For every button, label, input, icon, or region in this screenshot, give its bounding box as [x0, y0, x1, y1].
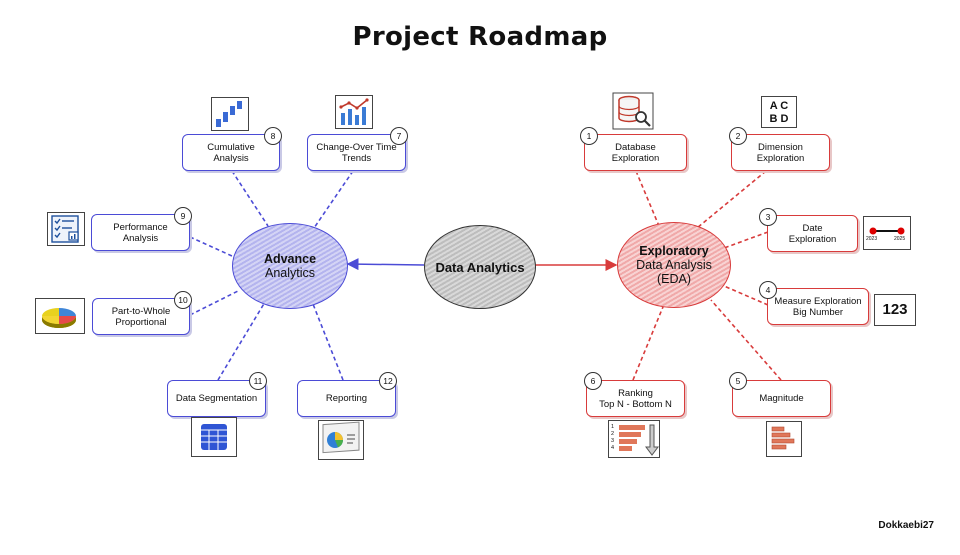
rank-number: 2: [611, 431, 615, 437]
rank-number: 4: [611, 445, 615, 451]
step-ranking: Ranking Top N - Bottom N: [586, 380, 685, 417]
step-line: Performance: [113, 221, 168, 233]
step-performance-analysis: Performance Analysis: [91, 214, 190, 251]
trend-chart-icon: [335, 95, 373, 129]
rank-number: 3: [611, 438, 615, 444]
step-line: Database: [615, 141, 656, 153]
dimension-letters-row: B D: [769, 113, 789, 125]
step-part-to-whole: Part-to-Whole Proportional: [92, 298, 190, 335]
magnitude-bars-icon: [766, 421, 802, 457]
step-line: Trends: [341, 152, 372, 164]
dimension-letters-icon: A C B D: [761, 96, 797, 128]
step-badge: 1: [580, 127, 598, 145]
step-badge: 8: [264, 127, 282, 145]
step-data-segmentation: Data Segmentation: [167, 380, 266, 417]
arrow-to-advance: [346, 258, 425, 271]
eda-line1: Exploratory: [639, 244, 709, 258]
step-line: Exploration: [788, 233, 837, 245]
rank-number: 1: [611, 424, 615, 430]
step-badge: 11: [249, 372, 267, 390]
eda-hub: Exploratory Data Analysis (EDA): [617, 222, 731, 308]
data-analytics-label: Data Analytics: [435, 259, 525, 275]
performance-checklist-icon: [47, 212, 85, 246]
database-search-icon: [612, 92, 654, 130]
segmentation-table-icon: [191, 417, 237, 457]
big-number-icon: 123: [874, 294, 916, 326]
step-database-exploration: Database Exploration: [584, 134, 687, 171]
date-timeline-icon: [863, 216, 911, 250]
ranking-numbers: 1 2 3 4: [611, 424, 614, 452]
step-line: Reporting: [325, 393, 368, 404]
author-credit: Dokkaebi27: [878, 520, 934, 531]
step-badge: 7: [390, 127, 408, 145]
step-line: Exploration: [756, 152, 805, 164]
step-line: Top N - Bottom N: [599, 398, 672, 410]
step-line: Date: [802, 222, 823, 234]
advance-label: Advance: [263, 252, 317, 266]
step-line: Big Number: [792, 306, 844, 318]
advance-analytics-hub: Advance Analytics: [232, 223, 348, 309]
step-badge: 4: [759, 281, 777, 299]
step-badge: 6: [584, 372, 602, 390]
step-badge: 12: [379, 372, 397, 390]
step-line: Exploration: [611, 152, 660, 164]
step-line: Analysis: [122, 232, 159, 244]
step-line: Ranking: [618, 387, 653, 399]
step-cumulative-analysis: Cumulative Analysis: [182, 134, 280, 171]
step-reporting: Reporting: [297, 380, 396, 417]
page-title: Project Roadmap: [352, 22, 608, 52]
step-line: Cumulative: [207, 141, 255, 153]
step-badge: 5: [729, 372, 747, 390]
step-measure-exploration: Measure Exploration Big Number: [767, 288, 869, 325]
step-badge: 3: [759, 208, 777, 226]
step-change-over-time: Change-Over Time Trends: [307, 134, 406, 171]
step-line: Change-Over Time: [316, 141, 397, 153]
step-line: Proportional: [115, 316, 167, 328]
step-magnitude: Magnitude: [732, 380, 831, 417]
eda-line3: (EDA): [656, 272, 692, 286]
step-badge: 10: [174, 291, 192, 309]
step-line: Dimension: [758, 141, 803, 153]
step-badge: 2: [729, 127, 747, 145]
date-start-label: 2023: [866, 236, 878, 242]
dimension-letters-row: A C: [769, 100, 789, 112]
cumulative-steps-icon: [211, 97, 249, 131]
step-line: Data Segmentation: [175, 393, 258, 404]
step-badge: 9: [174, 207, 192, 225]
data-analytics-hub: Data Analytics: [424, 225, 536, 309]
pie-chart-3d-icon: [35, 298, 85, 334]
step-line: Measure Exploration: [774, 295, 862, 307]
report-pie-icon: [318, 420, 364, 460]
step-line: Analysis: [213, 152, 249, 164]
date-end-label: 2025: [894, 236, 906, 242]
step-line: Magnitude: [759, 393, 804, 404]
analytics-label: Analytics: [264, 266, 316, 280]
step-dimension-exploration: Dimension Exploration: [731, 134, 830, 171]
ranking-list-icon: [608, 420, 660, 458]
step-line: Part-to-Whole: [111, 305, 171, 317]
eda-line2: Data Analysis: [636, 258, 712, 272]
step-date-exploration: Date Exploration: [767, 215, 858, 252]
